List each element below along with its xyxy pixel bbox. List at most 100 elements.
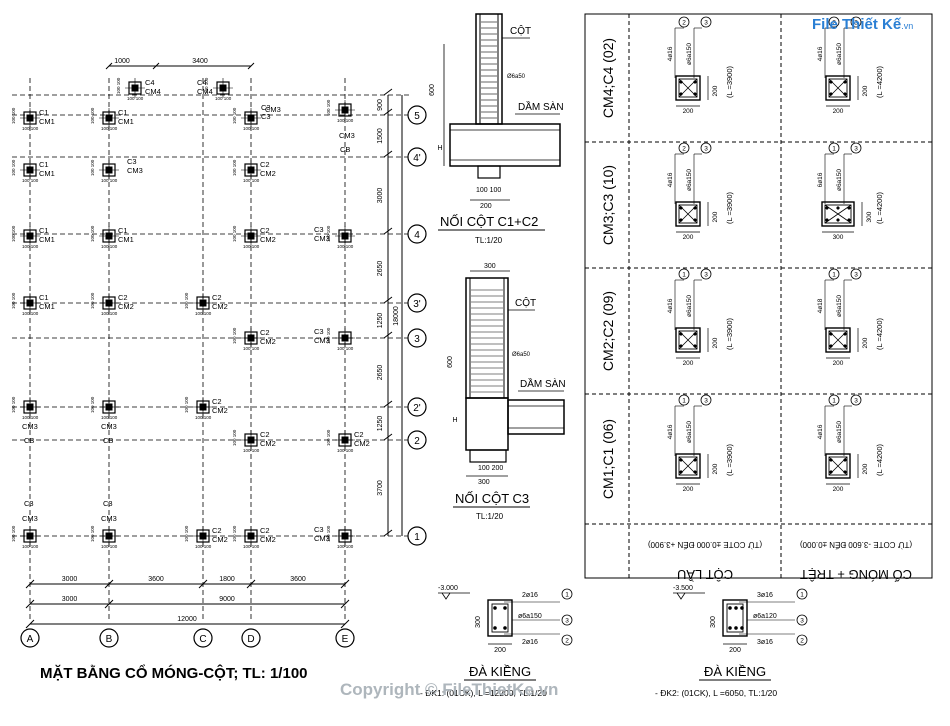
marker-circle [678, 268, 690, 280]
rebar-dot [679, 218, 683, 222]
grid-bubble-label: 4' [413, 153, 421, 164]
grid-bubble-B [99, 628, 119, 648]
column-label: C2 [118, 293, 128, 302]
column-footing-label: CM3 [314, 336, 330, 345]
table-row-label: CM1;C1 (06) [600, 419, 616, 499]
length-spec: (L =3900) [725, 65, 734, 98]
joint-block [465, 397, 509, 451]
rebar-dot [825, 218, 829, 222]
column-footing-label: CM3 [101, 514, 117, 523]
plan-title: MẶT BẰNG CỔ MÓNG-CỘT; TL: 1/100 [40, 664, 308, 682]
dim-tick [383, 108, 393, 116]
section-stirrup [678, 456, 698, 476]
section-outline [825, 75, 851, 101]
marker-circle [561, 588, 573, 600]
bar-spec: 4ø16 [817, 424, 824, 439]
marker-circle [700, 394, 712, 406]
marker-label: 3 [800, 618, 804, 625]
top-bars: 2ø16 [522, 592, 538, 599]
stirrup-spec: ø6a150 [836, 43, 843, 65]
marker-circle [561, 614, 573, 626]
bar-spec: 4ø16 [667, 298, 674, 313]
rebar-dot [693, 218, 697, 222]
column-label: C1 [39, 293, 49, 302]
section-height: 200 [862, 85, 869, 96]
rebar-dot [679, 80, 683, 84]
column-dim: 100 100 [337, 118, 354, 123]
marker-label: 1 [682, 398, 686, 405]
column-label: C2 [212, 397, 222, 406]
column-label: C2 [354, 430, 364, 439]
column-dim: 100 100 [337, 544, 354, 549]
rebar-dot [829, 92, 833, 96]
stirrup-spec: ø6a150 [686, 169, 693, 191]
column-dim: 100 100 [101, 126, 118, 131]
bottom-bars: 2ø16 [522, 639, 538, 646]
col-header-foundation-sub: (TỪ COTE -3.600 ĐẾN ±0.000) [800, 540, 912, 550]
column-footing-label: CM2 [118, 302, 134, 311]
rebar-dot [503, 606, 507, 610]
marker-label: 3 [565, 618, 569, 625]
column-label: C2 [260, 226, 270, 235]
column-label: C3 [24, 499, 34, 508]
column-footing-label: CM1 [39, 235, 55, 244]
detail-scale: TL:1/20 [475, 236, 503, 245]
column-label: C2 [212, 293, 222, 302]
rebar-dot [740, 626, 744, 630]
marker-label: 3 [704, 146, 708, 153]
column-footing-label: CM2 [212, 302, 228, 311]
rebar-dot [843, 458, 847, 462]
column-dim: 100 100 [101, 544, 118, 549]
column-dim: 100 100 [101, 311, 118, 316]
rebar-dot [829, 332, 833, 336]
marker-circle [678, 142, 690, 154]
column-dim: 100 100 [101, 178, 118, 183]
marker-circle [850, 16, 862, 28]
column-label: C2 [260, 430, 270, 439]
marker-circle [678, 16, 690, 28]
column-dim: 100 100 [90, 525, 95, 542]
dim-text: 2650 [377, 261, 384, 277]
dim-tick [383, 150, 393, 158]
marker-label: 2 [682, 146, 686, 153]
beam-width: 200 [729, 647, 741, 654]
column-dim: 100 100 [11, 225, 16, 242]
bar-spec: 4ø16 [817, 46, 824, 61]
dim-tick [105, 62, 113, 70]
beam-outline [487, 599, 513, 637]
column-label: C2 [260, 160, 270, 169]
length-spec: (L =3900) [725, 443, 734, 476]
column-dim: 100 100 [11, 159, 16, 176]
marker-label: 1 [832, 398, 836, 405]
beam-width: 200 [494, 647, 506, 654]
dim-tick [383, 529, 393, 537]
dim-tick [340, 619, 350, 629]
beam-note: - ĐK2: (01CK), L =6050, TL:1/20 [655, 688, 777, 698]
column-footing-label: CM2 [212, 406, 228, 415]
stirrup-spec: ø6a150 [686, 43, 693, 65]
stirrup-spec: ø6a150 [686, 295, 693, 317]
grid-bubble-label: 3' [413, 299, 421, 310]
grid-bubble-label: 2 [414, 436, 420, 447]
stirrup-spec: ø6a150 [836, 295, 843, 317]
label-stirrup: Ø6a50 [507, 74, 526, 80]
dim-text: 1500 [377, 128, 384, 144]
detail-title: NỐI CỘT C1+C2 [440, 214, 538, 229]
marker-label: 2 [800, 638, 804, 645]
marker-label: 2 [565, 638, 569, 645]
section-outline [825, 453, 851, 479]
section-height: 200 [712, 463, 719, 474]
detail-title: NỐI CỘT C3 [455, 491, 529, 506]
column-dim: 100 100 [116, 77, 121, 94]
column-label: C3 [127, 157, 137, 166]
